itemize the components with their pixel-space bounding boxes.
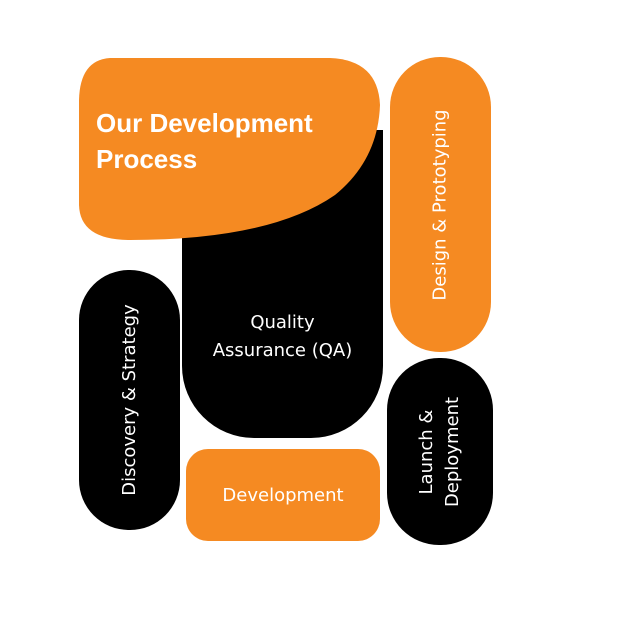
step-design-prototyping: Design & Prototyping — [390, 57, 491, 352]
qa-label-line1: Quality — [250, 311, 315, 333]
launch-label-line2: Deployment — [442, 396, 464, 507]
discovery-label: Discovery & Strategy — [118, 304, 140, 496]
launch-label-line1: Launch & — [416, 409, 438, 494]
title-line1: Our Development — [96, 108, 313, 138]
page-title: Our Development Process — [96, 105, 313, 177]
step-discovery-strategy: Discovery & Strategy — [79, 270, 180, 530]
step-development: Development — [186, 449, 380, 541]
step-launch-deployment: Launch & Deployment — [387, 358, 493, 545]
development-label: Development — [222, 484, 344, 506]
qa-label-line2: Assurance (QA) — [212, 339, 353, 361]
design-label: Design & Prototyping — [429, 108, 451, 301]
title-line2: Process — [96, 144, 198, 174]
